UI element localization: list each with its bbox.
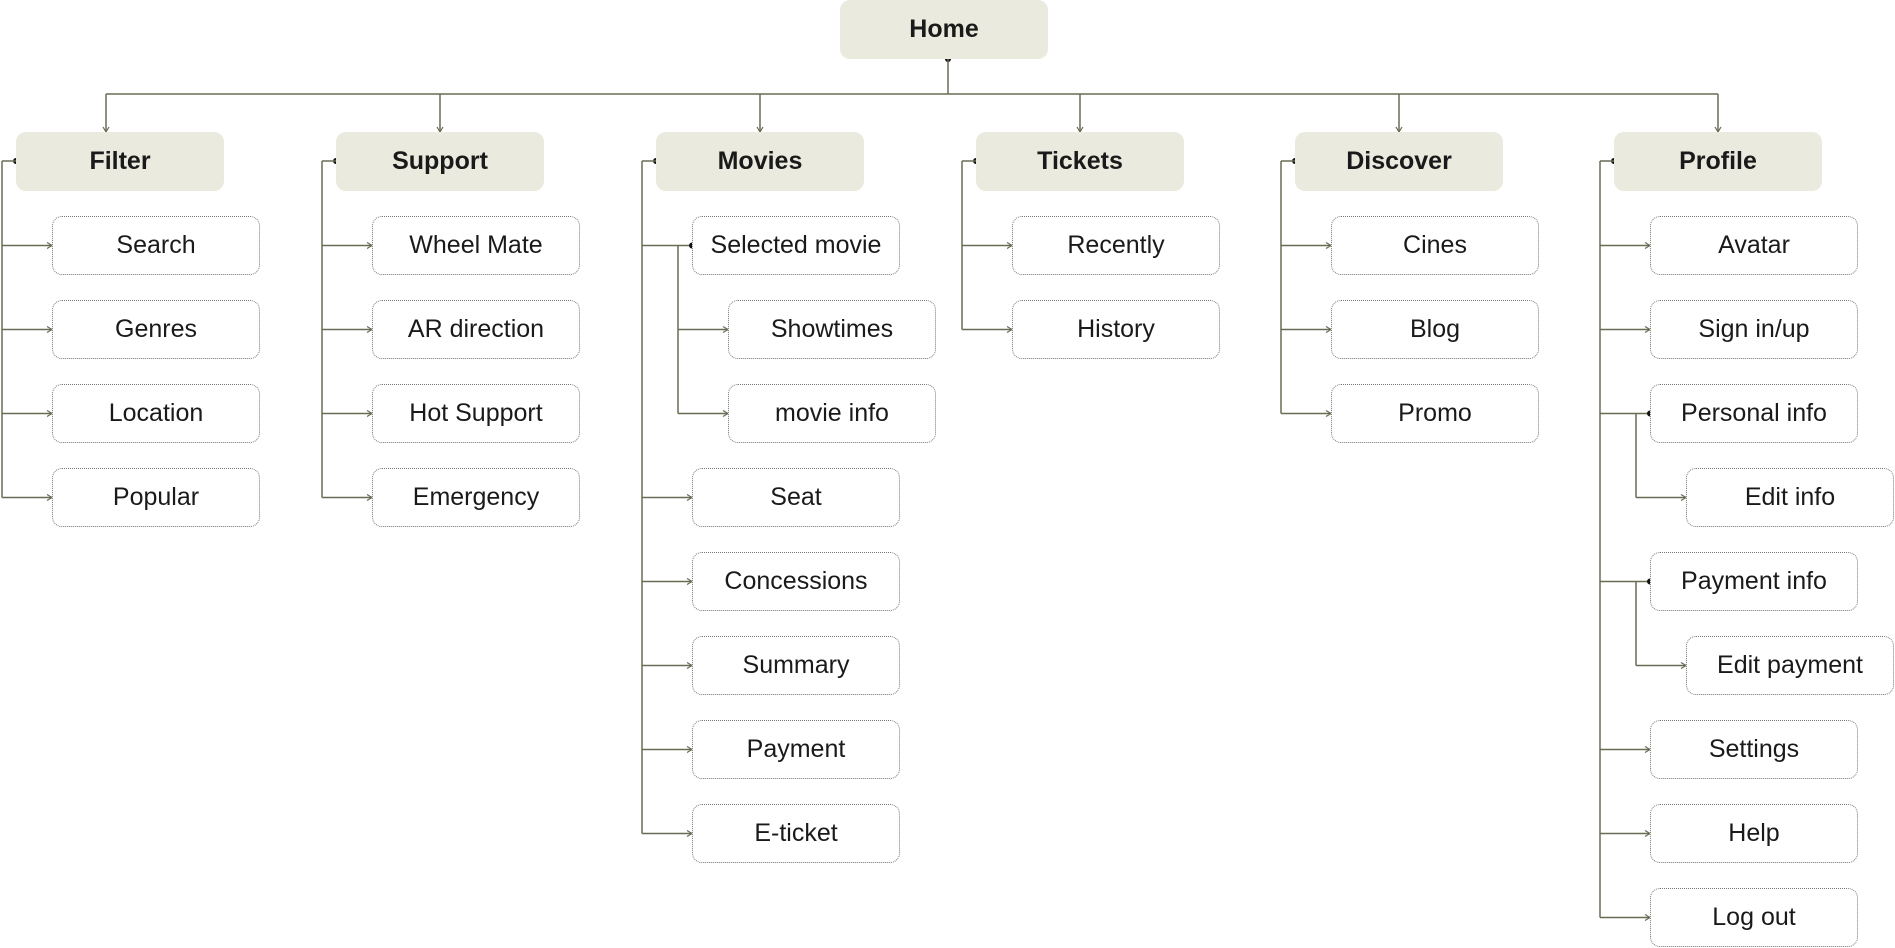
page-node-personal-info: Personal info (1650, 384, 1858, 443)
page-node-popular: Popular (52, 468, 260, 527)
page-node-promo: Promo (1331, 384, 1539, 443)
page-node-wheel-mate: Wheel Mate (372, 216, 580, 275)
page-node-showtimes: Showtimes (728, 300, 936, 359)
page-node-edit-payment: Edit payment (1686, 636, 1894, 695)
page-node-genres: Genres (52, 300, 260, 359)
section-node-support: Support (336, 132, 544, 191)
page-node-sign-in-up: Sign in/up (1650, 300, 1858, 359)
page-node-e-ticket: E-ticket (692, 804, 900, 863)
section-node-tickets: Tickets (976, 132, 1184, 191)
page-node-ar-direction: AR direction (372, 300, 580, 359)
page-node-summary: Summary (692, 636, 900, 695)
page-node-movie-info: movie info (728, 384, 936, 443)
section-node-filter: Filter (16, 132, 224, 191)
page-node-location: Location (52, 384, 260, 443)
page-node-emergency: Emergency (372, 468, 580, 527)
section-node-discover: Discover (1295, 132, 1503, 191)
section-node-profile: Profile (1614, 132, 1822, 191)
page-node-search: Search (52, 216, 260, 275)
page-node-log-out: Log out (1650, 888, 1858, 947)
page-node-payment: Payment (692, 720, 900, 779)
page-node-hot-support: Hot Support (372, 384, 580, 443)
page-node-settings: Settings (1650, 720, 1858, 779)
page-node-selected-movie: Selected movie (692, 216, 900, 275)
section-node-movies: Movies (656, 132, 864, 191)
page-node-seat: Seat (692, 468, 900, 527)
root-node-home: Home (840, 0, 1048, 59)
page-node-avatar: Avatar (1650, 216, 1858, 275)
page-node-payment-info: Payment info (1650, 552, 1858, 611)
page-node-cines: Cines (1331, 216, 1539, 275)
page-node-blog: Blog (1331, 300, 1539, 359)
page-node-history: History (1012, 300, 1220, 359)
page-node-help: Help (1650, 804, 1858, 863)
page-node-recently: Recently (1012, 216, 1220, 275)
page-node-concessions: Concessions (692, 552, 900, 611)
page-node-edit-info: Edit info (1686, 468, 1894, 527)
